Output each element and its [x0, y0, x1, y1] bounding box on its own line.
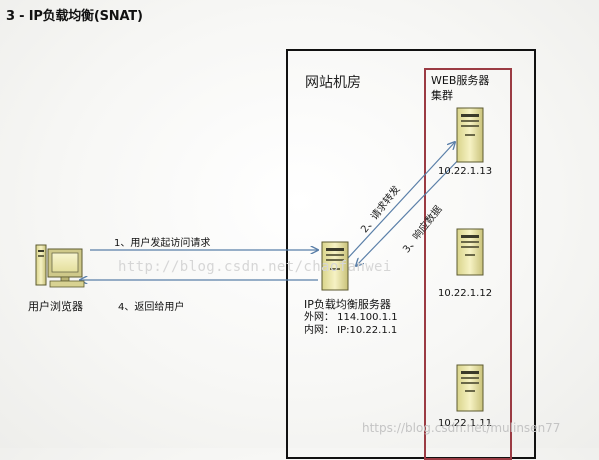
load-balancer-internal-ip: 内网： IP:10.22.1.1 — [304, 325, 398, 336]
step-1-label: 1、用户发起访问请求 — [114, 238, 211, 249]
load-balancer-name: IP负载均衡服务器 — [304, 298, 391, 311]
cluster-label: WEB服务器 集群 — [431, 73, 511, 103]
web-server-icon-3 — [456, 364, 484, 412]
load-balancer-server-icon — [321, 241, 349, 291]
load-balancer-label: IP负载均衡服务器 外网： 114.100.1.1 内网： IP:10.22.1… — [304, 298, 398, 337]
web-server-icon-1 — [456, 107, 484, 163]
watermark-center: http://blog.csdn.net/chaofanwei — [118, 259, 392, 275]
response-arrow — [356, 151, 467, 266]
datacenter-label: 网站机房 — [305, 75, 361, 91]
diagram-graphics — [35, 107, 484, 412]
forward-arrow — [347, 142, 455, 259]
page-title: 3 - IP负载均衡(SNAT) — [6, 9, 143, 24]
web-server-ip-3: 10.22.1.11 — [438, 418, 493, 429]
web-server-icon-2 — [456, 228, 484, 276]
web-server-ip-1: 10.22.1.13 — [438, 166, 493, 177]
cluster-label-line2: 集群 — [431, 89, 453, 102]
web-server-ip-2: 10.22.1.12 — [438, 288, 493, 299]
user-computer-icon — [35, 244, 85, 288]
cluster-label-line1: WEB服务器 — [431, 74, 490, 87]
step-4-label: 4、返回给用户 — [118, 302, 185, 313]
client-label: 用户浏览器 — [28, 300, 83, 313]
watermark-corner: https://blog.csdn.net/mulinsen77 — [362, 421, 561, 435]
load-balancer-external-ip: 外网： 114.100.1.1 — [304, 312, 398, 323]
